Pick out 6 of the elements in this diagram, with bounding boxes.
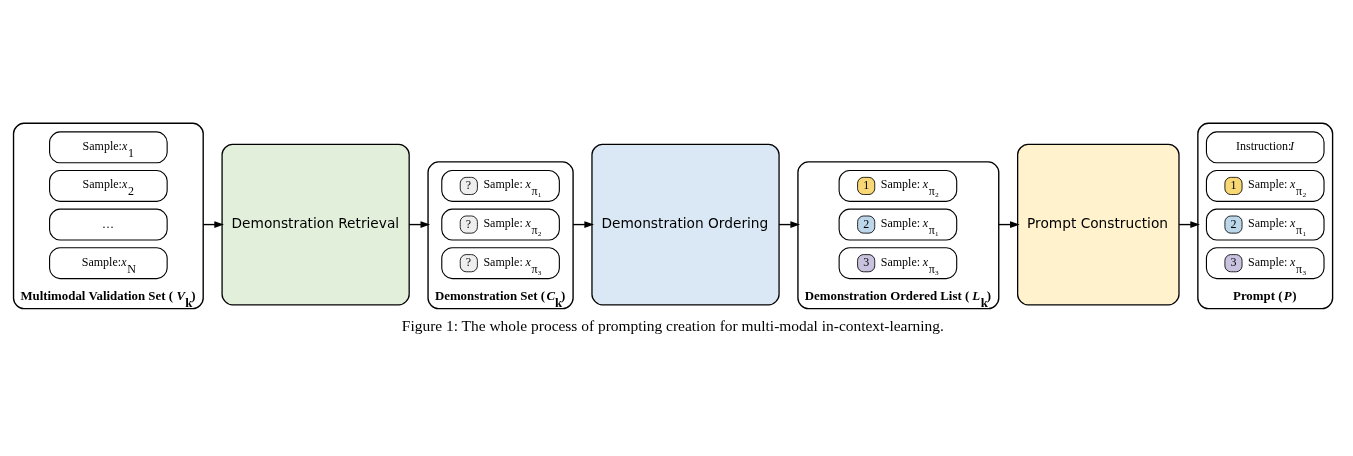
node-box: Instruction:I bbox=[1205, 131, 1325, 164]
node-box: Demonstration Ordering bbox=[591, 143, 780, 306]
node-box: Demonstration Retrieval bbox=[221, 143, 410, 306]
node-box: … bbox=[49, 208, 168, 241]
node-box: Prompt Construction bbox=[1017, 143, 1180, 306]
caption: Figure 1: The whole process of prompting creation for multi-modal in-context-learning. bbox=[401, 317, 944, 335]
